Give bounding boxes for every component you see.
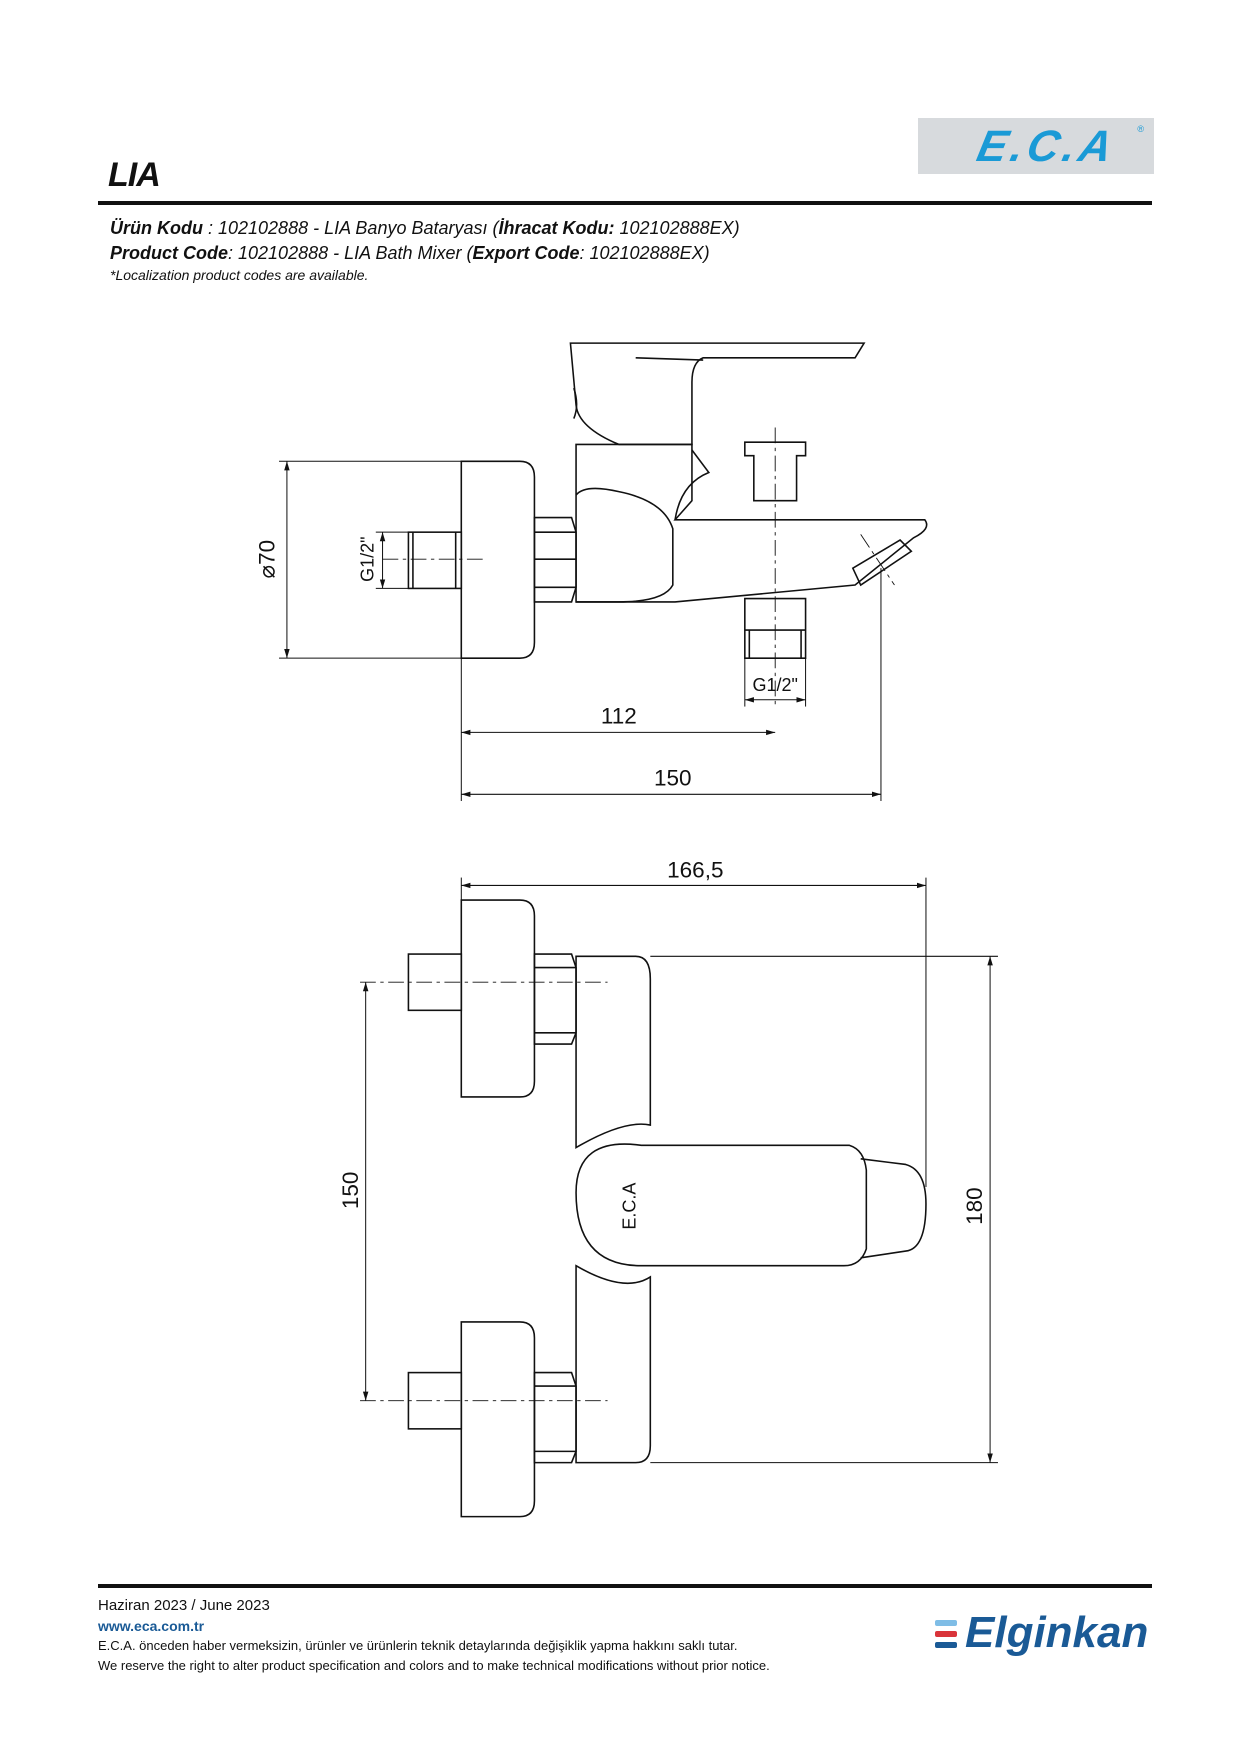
dim-height-label: 180 [962,1187,987,1225]
hex-nut [533,516,577,603]
label: Export Code [472,243,580,263]
value: : 102102888EX) [579,243,710,263]
value: : 102102888 - LIA Bath Mixer ( [228,243,473,263]
value: : 102102888 - LIA Banyo Bataryası ( [202,218,499,238]
diverter-knob [744,441,807,502]
label: Product Code [110,243,229,263]
label: İhracat Kodu: [498,218,615,238]
inlet-thread [407,531,463,590]
side-view: ⌀70 G1/2" G1/2" 112 150 [255,342,928,802]
registered-mark: ® [1137,124,1144,134]
thread-left-label: G1/2" [358,536,378,581]
handle-logo: E.C.A [620,1183,640,1230]
value: 102102888EX) [614,218,740,238]
product-code-tr: Ürün Kodu : 102102888 - LIA Banyo Batary… [110,218,740,239]
eca-logo: E.C.A ® [918,118,1154,174]
header-divider [98,201,1152,205]
localization-note: *Localization product codes are availabl… [110,267,369,283]
handle-top [575,1143,868,1267]
spout-tip [851,539,913,587]
footer-divider [98,1584,1152,1588]
diameter-label: ⌀70 [255,540,280,579]
publish-date: Haziran 2023 / June 2023 [98,1597,270,1614]
handle-lever [569,342,866,446]
elginkan-logo-bars [935,1620,957,1653]
dim-150-label: 150 [654,765,692,790]
disclaimer-en: We reserve the right to alter product sp… [98,1658,770,1673]
product-code-en: Product Code: 102102888 - LIA Bath Mixer… [110,243,710,264]
website-link[interactable]: www.eca.com.tr [98,1618,205,1634]
dim-width-label: 166,5 [667,858,723,883]
dim-112-label: 112 [601,703,637,728]
label: Ürün Kodu [110,218,203,238]
top-view: 166,5 E.C.A 150 180 [338,858,998,1518]
thread-bottom-label: G1/2" [752,675,797,695]
dim-inlets-label: 150 [338,1172,363,1210]
mixer-body [575,443,928,603]
page-title: LIA [108,156,161,194]
wall-flange [460,460,536,659]
disclaimer-tr: E.C.A. önceden haber vermeksizin, ürünle… [98,1638,738,1653]
elginkan-logo-text: Elginkan [965,1608,1149,1657]
body-cylinder [575,487,674,603]
